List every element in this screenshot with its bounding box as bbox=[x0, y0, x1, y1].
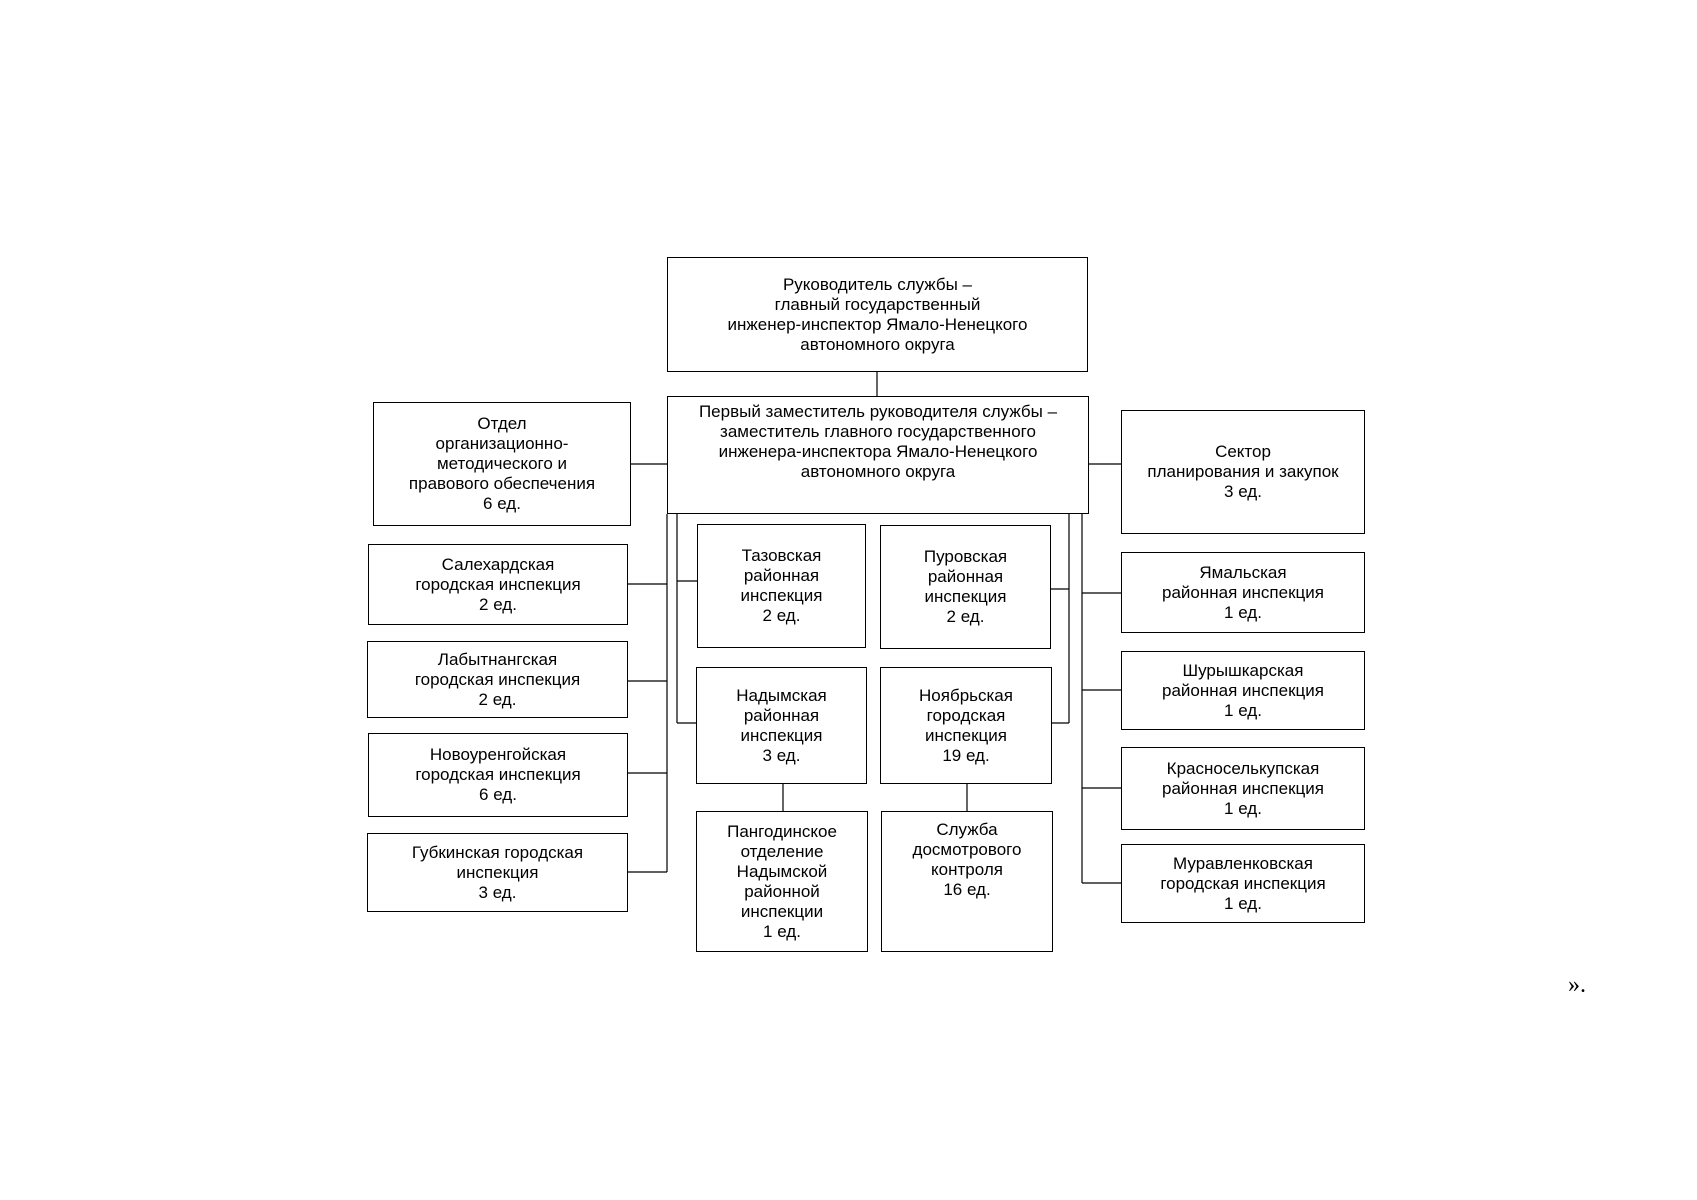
org-dept-label: Отдел организационно- методического и пр… bbox=[408, 414, 596, 513]
novy-urengoy-box: Новоуренгойская городская инспекция 6 ед… bbox=[368, 733, 628, 817]
deputy-box: Первый заместитель руководителя службы –… bbox=[667, 396, 1089, 514]
closing-quote: ». bbox=[1568, 972, 1586, 998]
planning-label: Сектор планирования и закупок 3 ед. bbox=[1147, 442, 1339, 501]
labytnangi-label: Лабытнангская городская инспекция 2 ед. bbox=[414, 649, 581, 709]
org-dept-box: Отдел организационно- методического и пр… bbox=[373, 402, 631, 526]
yamalsky-label: Ямальская районная инспекция 1 ед. bbox=[1162, 562, 1324, 622]
noyabrsk-box: Ноябрьская городская инспекция 19 ед. bbox=[880, 667, 1052, 784]
muravlenko-label: Муравленковская городская инспекция 1 ед… bbox=[1160, 853, 1326, 913]
shuryshkarsky-label: Шурышкарская районная инспекция 1 ед. bbox=[1162, 660, 1324, 720]
purovsky-label: Пуровская районная инспекция 2 ед. bbox=[923, 547, 1008, 626]
pangody-box: Пангодинское отделение Надымской районно… bbox=[696, 811, 868, 952]
novy-urengoy-label: Новоуренгойская городская инспекция 6 ед… bbox=[415, 745, 581, 804]
inspection-service-box: Служба досмотрового контроля 16 ед. bbox=[881, 811, 1053, 952]
deputy-label: Первый заместитель руководителя службы –… bbox=[698, 402, 1058, 481]
pangody-label: Пангодинское отделение Надымской районно… bbox=[727, 821, 837, 941]
noyabrsk-label: Ноябрьская городская инспекция 19 ед. bbox=[919, 685, 1013, 765]
purovsky-box: Пуровская районная инспекция 2 ед. bbox=[880, 525, 1051, 649]
krasnoselkupsky-box: Красноселькупская районная инспекция 1 е… bbox=[1121, 747, 1365, 830]
tazovsky-box: Тазовская районная инспекция 2 ед. bbox=[697, 524, 866, 648]
salekhard-box: Салехардская городская инспекция 2 ед. bbox=[368, 544, 628, 625]
head-box: Руководитель службы – главный государств… bbox=[667, 257, 1088, 372]
inspection-service-label: Служба досмотрового контроля 16 ед. bbox=[912, 820, 1022, 899]
nadymsky-box: Надымская районная инспекция 3 ед. bbox=[696, 667, 867, 784]
muravlenko-box: Муравленковская городская инспекция 1 ед… bbox=[1121, 844, 1365, 923]
gubkinsky-box: Губкинская городская инспекция 3 ед. bbox=[367, 833, 628, 912]
krasnoselkupsky-label: Красноселькупская районная инспекция 1 е… bbox=[1162, 758, 1324, 818]
nadymsky-label: Надымская районная инспекция 3 ед. bbox=[736, 685, 827, 765]
tazovsky-label: Тазовская районная инспекция 2 ед. bbox=[740, 546, 823, 625]
shuryshkarsky-box: Шурышкарская районная инспекция 1 ед. bbox=[1121, 651, 1365, 730]
planning-box: Сектор планирования и закупок 3 ед. bbox=[1121, 410, 1365, 534]
gubkinsky-label: Губкинская городская инспекция 3 ед. bbox=[411, 842, 584, 902]
salekhard-label: Салехардская городская инспекция 2 ед. bbox=[415, 554, 581, 614]
yamalsky-box: Ямальская районная инспекция 1 ед. bbox=[1121, 552, 1365, 633]
head-label: Руководитель службы – главный государств… bbox=[727, 274, 1028, 354]
labytnangi-box: Лабытнангская городская инспекция 2 ед. bbox=[367, 641, 628, 718]
